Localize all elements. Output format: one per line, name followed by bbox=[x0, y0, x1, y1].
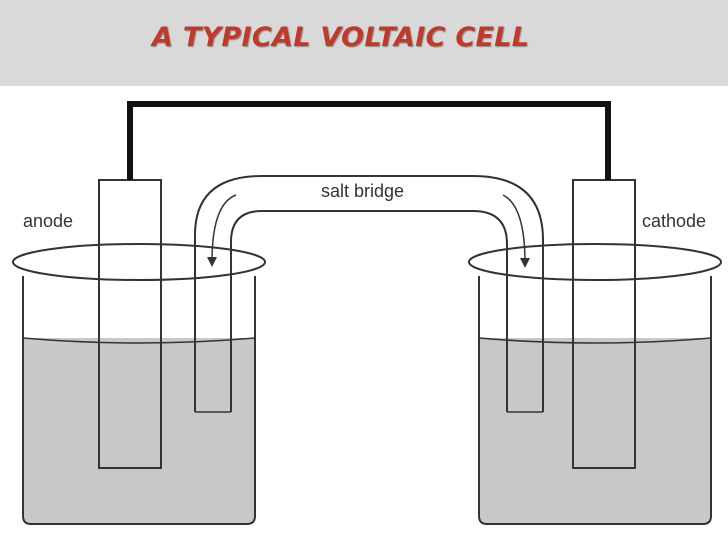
anode-solution bbox=[23, 338, 255, 524]
salt-bridge-label: salt bridge bbox=[321, 181, 404, 201]
external-wire bbox=[127, 101, 611, 180]
page-title: A TYPICAL VOLTAIC CELL bbox=[152, 22, 530, 53]
left-flow-arrow bbox=[207, 194, 237, 267]
right-flow-arrow bbox=[502, 194, 530, 268]
cathode-solution bbox=[479, 338, 711, 524]
cathode-beaker bbox=[468, 243, 722, 525]
anode-beaker bbox=[12, 243, 266, 525]
cathode-electrode bbox=[572, 179, 636, 469]
cathode-label: cathode bbox=[642, 211, 706, 231]
anode-label: anode bbox=[23, 211, 73, 231]
salt-bridge-tube bbox=[194, 175, 544, 413]
title-bar: A TYPICAL VOLTAIC CELL bbox=[0, 0, 728, 86]
voltaic-cell-diagram: anode cathode salt bridge bbox=[12, 101, 722, 525]
